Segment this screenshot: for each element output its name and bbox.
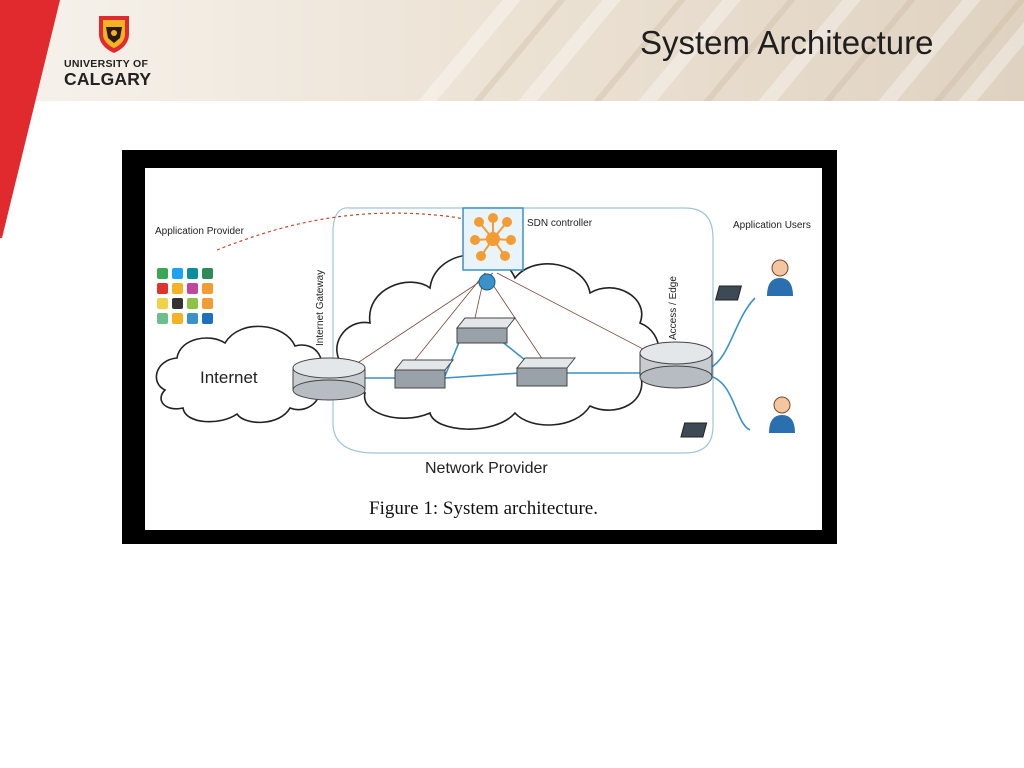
label-network-provider: Network Provider [425,460,548,477]
crest-icon [99,16,129,53]
label-application-users: Application Users [733,220,811,231]
switch-top [455,317,517,344]
control-dashed-link [216,212,491,251]
figure-frame: Application Provider SDN controller Appl… [122,150,837,544]
network-provider-region [332,207,714,454]
label-internet-gateway: Internet Gateway [315,270,326,346]
label-access-edge: Access / Edge [668,276,679,340]
switch-right [515,357,577,387]
control-links [349,272,671,369]
slide-title: System Architecture [640,24,934,61]
access-edge-router [639,341,713,389]
label-application-provider-text: Application Provider [155,226,245,237]
internet-gateway-router [292,357,366,401]
figure-canvas: Application Provider SDN controller Appl… [145,168,822,530]
app-icons-grid [157,268,213,324]
red-accent-stripe [0,0,60,238]
university-logo: UNIVERSITY OF CALGARY [64,14,174,92]
user-icon-top [714,259,793,301]
logo-line-calgary: CALGARY [64,69,152,89]
architecture-diagram: Application Provider SDN controller Appl… [155,207,811,477]
header-banner [0,0,1024,101]
label-sdn-controller: SDN controller [527,218,593,229]
label-internet: Internet [200,368,258,387]
banner-background [0,0,1024,101]
switch-left [393,359,455,389]
logo-line-university: UNIVERSITY OF [64,58,149,70]
user-icon-bottom [680,396,795,438]
label-application-provider: Application Provider [155,226,245,237]
sdn-controller-icon [462,207,524,291]
figure-caption: Figure 1: System architecture. [369,498,598,519]
